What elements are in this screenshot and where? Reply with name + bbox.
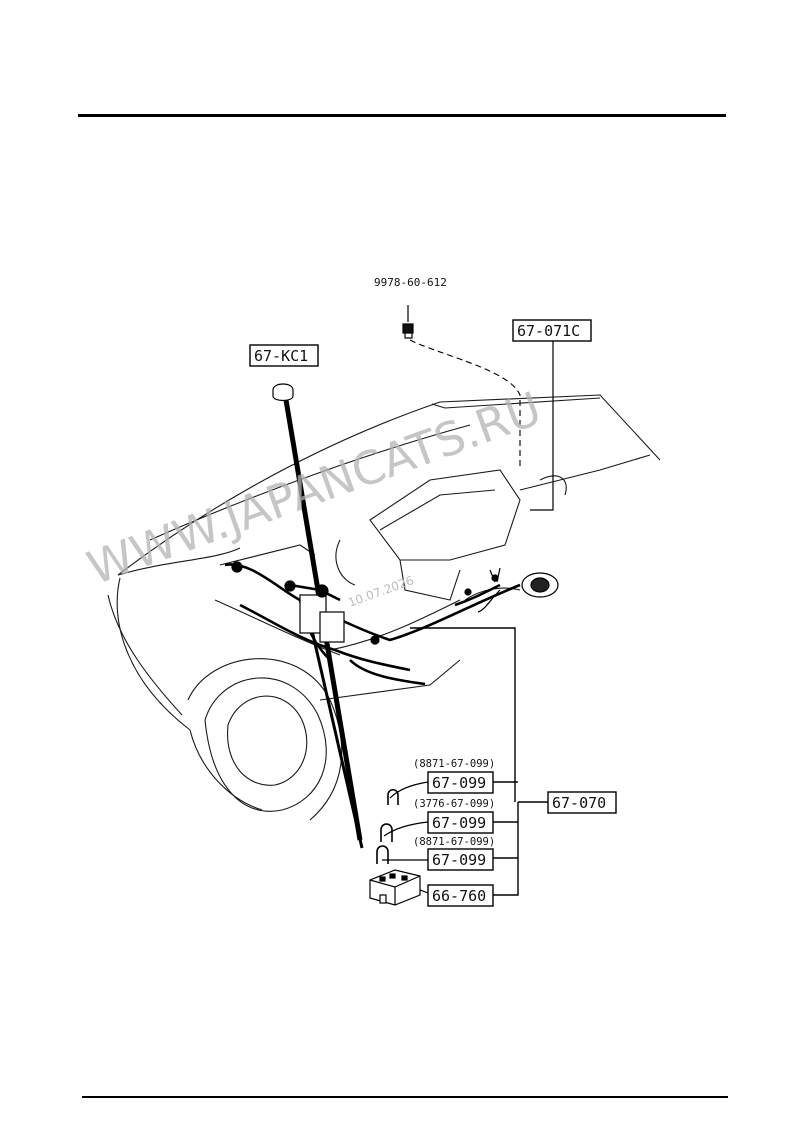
clip-1-alt-number: (8871-67-099) bbox=[413, 758, 495, 770]
top-rule bbox=[78, 114, 726, 117]
harness-label-box bbox=[547, 791, 617, 814]
clip-2-part-label: 67-099 bbox=[432, 814, 486, 832]
clip-3-label-box bbox=[427, 848, 494, 871]
clip-3-part: (8871-67-099) 67-099 bbox=[376, 836, 495, 871]
clip-1-label-box bbox=[427, 771, 494, 794]
clip-2-part: (3776-67-099) 67-099 bbox=[380, 798, 495, 842]
harness-part: 67-070 bbox=[547, 791, 617, 814]
clip-1-part-label: 67-099 bbox=[432, 774, 486, 792]
clip-3-part-label: 67-099 bbox=[432, 851, 486, 869]
clip-3-alt-number: (8871-67-099) bbox=[413, 836, 495, 848]
connector-part: 66-760 bbox=[369, 869, 494, 907]
cap-icon bbox=[272, 383, 294, 402]
clip-icon bbox=[387, 788, 399, 805]
clip-1-part: (8871-67-099) 67-099 bbox=[387, 758, 495, 805]
bolt-part-number: 9978-60-612 bbox=[374, 276, 447, 289]
clip-2-alt-number: (3776-67-099) bbox=[413, 798, 495, 810]
bolt-icon bbox=[402, 305, 414, 339]
clip-icon bbox=[380, 823, 393, 842]
cap-part: 67-KC1 bbox=[249, 344, 319, 402]
ground-lead-label-box bbox=[512, 319, 592, 342]
ground-lead-part-label: 67-071C bbox=[517, 322, 580, 340]
cap-part-label: 67-KC1 bbox=[254, 347, 308, 365]
watermark-date: 10.07.2026 bbox=[346, 573, 415, 610]
bottom-rule bbox=[82, 1096, 728, 1098]
connector-icon bbox=[369, 869, 421, 906]
harness-components bbox=[231, 561, 559, 645]
clip-icon bbox=[376, 845, 389, 864]
connector-part-label: 66-760 bbox=[432, 887, 486, 905]
cap-label-box bbox=[249, 344, 319, 367]
connector-label-box bbox=[427, 884, 494, 907]
clip-2-label-box bbox=[427, 811, 494, 834]
ground-lead-part: 67-071C bbox=[512, 319, 592, 342]
harness-part-label: 67-070 bbox=[552, 794, 606, 812]
